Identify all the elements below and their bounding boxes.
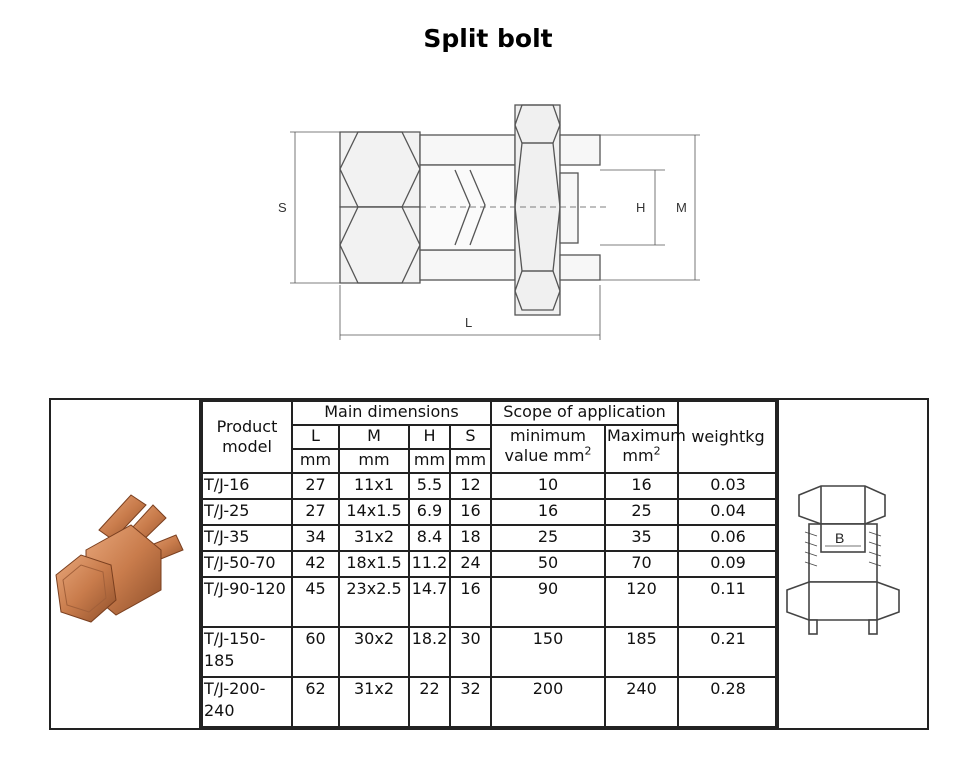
unit-s: mm	[449, 448, 492, 474]
label-s: S	[278, 200, 287, 215]
table-row: T/J-16 27 11x1 5.5 12 10 16 0.03	[201, 472, 779, 500]
header-maximum: Maximum mm2	[604, 424, 686, 474]
table-row: T/J-25 27 14x1.5 6.9 16 16 25 0.04	[201, 498, 779, 526]
unit-l: mm	[291, 448, 340, 474]
header-product-model: Product model	[201, 400, 293, 474]
header-scope: Scope of application	[490, 400, 679, 426]
table-row: T/J-200-240 62 31x2 22 32 200 240 0.28	[201, 676, 779, 728]
split-bolt-drawing: S H M L	[278, 104, 700, 340]
spec-table-frame: Product model Main dimensions Scope of a…	[49, 398, 929, 730]
table-row: T/J-50-70 42 18x1.5 11.2 24 50 70 0.09	[201, 550, 779, 578]
header-h: H	[408, 424, 451, 450]
header-main-dimensions: Main dimensions	[291, 400, 492, 426]
table-row: T/J-90-120 45 23x2.5 14.7 16 90 120 0.11	[201, 576, 779, 628]
table-row: T/J-35 34 31x2 8.4 18 25 35 0.06	[201, 524, 779, 552]
header-l: L	[291, 424, 340, 450]
split-bolt-side-drawing: B	[775, 400, 927, 728]
label-l: L	[465, 315, 472, 330]
header-minimum: minimum value mm2	[490, 424, 606, 474]
label-b: B	[835, 530, 844, 546]
page-title: Split bolt	[423, 24, 553, 53]
header-weight: weightkg	[677, 400, 779, 474]
unit-m: mm	[338, 448, 410, 474]
label-h: H	[636, 200, 645, 215]
header-m: M	[338, 424, 410, 450]
split-bolt-photo	[51, 400, 201, 728]
table-row: T/J-150-185 60 30x2 18.2 30 150 185 0.21	[201, 626, 779, 678]
header-s: S	[449, 424, 492, 450]
copper-bolt-image	[55, 494, 184, 623]
label-m: M	[676, 200, 687, 215]
spec-table: Product model Main dimensions Scope of a…	[201, 400, 779, 728]
unit-h: mm	[408, 448, 451, 474]
side-view-image: B	[786, 485, 900, 635]
